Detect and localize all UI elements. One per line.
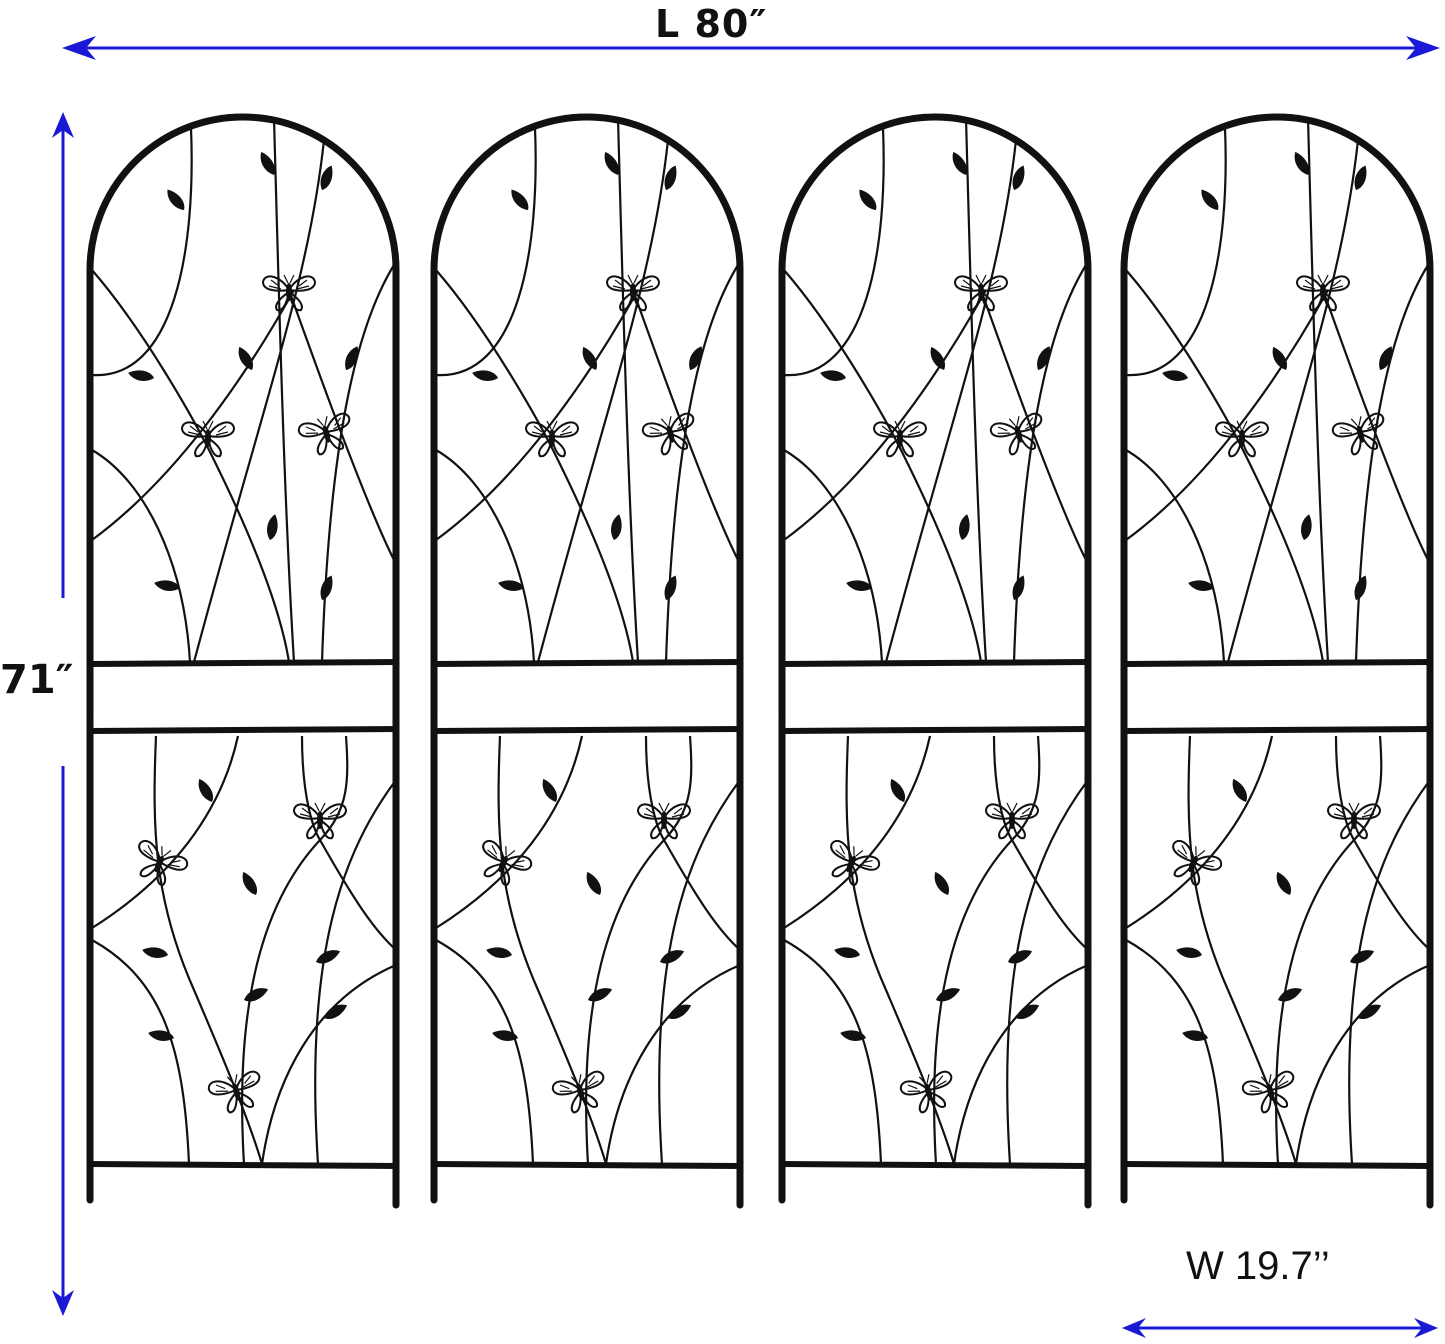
height-dimension-label: 71″ (0, 657, 74, 703)
trellis-panel-3 (779, 117, 1088, 1205)
length-arrow (62, 36, 1440, 60)
height-arrow (52, 112, 74, 1316)
trellis-panel-4 (1121, 117, 1430, 1205)
trellis-panel-2 (431, 117, 740, 1205)
width-arrow (1122, 1318, 1438, 1338)
length-dimension-label: L 80″ (655, 2, 768, 46)
trellis-panel-1 (87, 117, 396, 1205)
width-dimension-label: W 19.7’’ (1186, 1244, 1330, 1288)
